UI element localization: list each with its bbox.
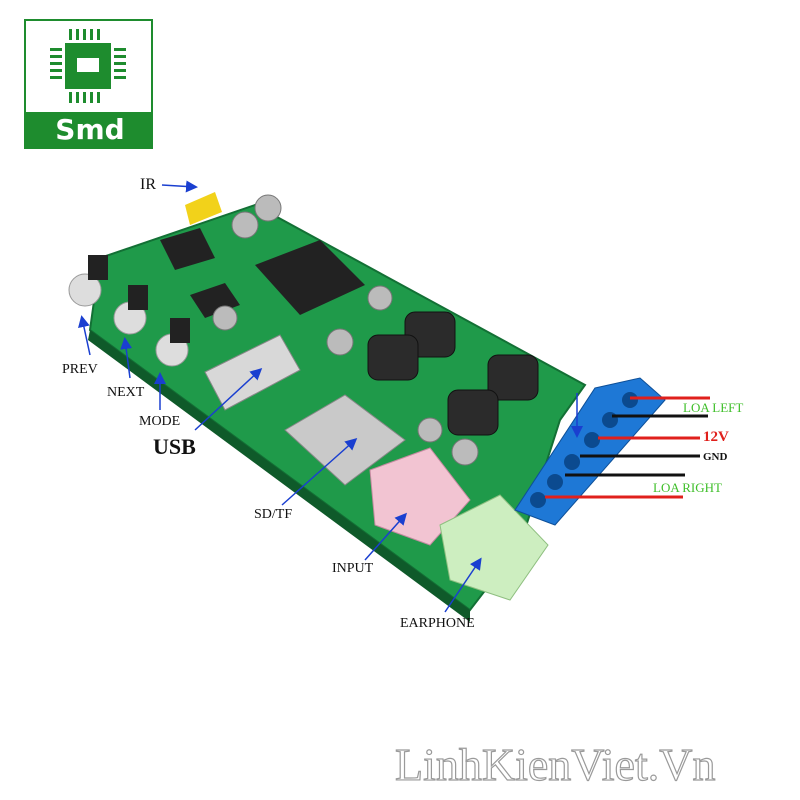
label-gnd: GND <box>703 451 728 463</box>
label-mode: MODE <box>139 414 181 429</box>
label-prev: PREV <box>62 362 98 377</box>
label-usb: USB <box>153 434 196 459</box>
label-12v: 12V <box>703 429 729 445</box>
label-sd: SD/TF <box>254 507 293 522</box>
smd-logo <box>24 19 153 149</box>
label-next: NEXT <box>107 385 145 400</box>
label-loa-left: LOA LEFT <box>683 400 744 415</box>
main-ic <box>255 240 365 315</box>
label-earphone: EARPHONE <box>400 616 475 631</box>
logo-text: Smd <box>55 113 125 146</box>
label-ir: IR <box>140 176 156 193</box>
watermark: LinhKienViet.Vn <box>394 738 716 790</box>
label-input: INPUT <box>332 561 374 576</box>
earphone-jack <box>439 494 549 601</box>
pointer-arrows <box>78 180 583 613</box>
label-loa-right: LOA RIGHT <box>653 480 722 495</box>
